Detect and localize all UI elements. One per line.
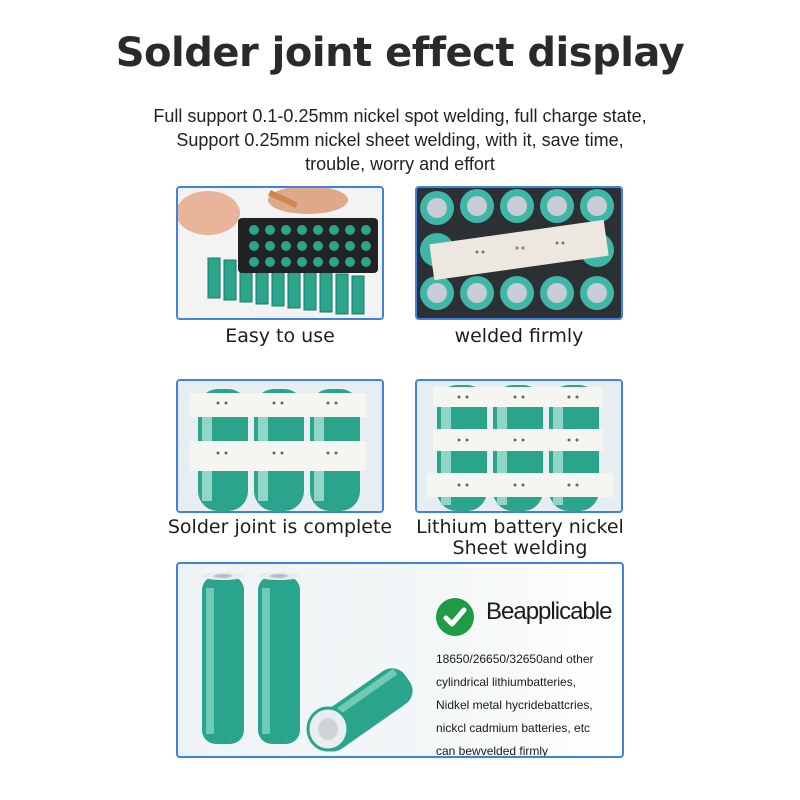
applicable-title: Beapplicable xyxy=(486,598,612,625)
applicable-line: Nidkel metal hycridebattcries, xyxy=(436,698,593,712)
subtitle: Full support 0.1-0.25mm nickel spot weld… xyxy=(0,104,800,176)
applicable-line: 18650/26650/32650and other xyxy=(436,652,594,666)
subtitle-line-2: Support 0.25mm nickel sheet welding, wit… xyxy=(176,130,624,150)
subtitle-line-3: trouble, worry and effort xyxy=(305,154,495,174)
solder-joint-image xyxy=(176,379,384,513)
nickel-sheet-welding-caption: Lithium battery nickel Sheet welding xyxy=(400,517,640,559)
applicable-list: 18650/26650/32650and other cylindrical l… xyxy=(436,648,622,758)
battery-illustration xyxy=(202,572,413,752)
welded-firmly-caption: welded firmly xyxy=(454,325,584,347)
applicable-panel: Beapplicable 18650/26650/32650and other … xyxy=(176,562,624,758)
check-icon xyxy=(436,598,474,636)
easy-to-use-caption: Easy to use xyxy=(225,325,335,347)
solder-joint-caption: Solder joint is complete xyxy=(167,516,393,538)
nickel-sheet-caption-line-1: Lithium battery nickel xyxy=(416,516,624,538)
applicable-line: nickcl cadmium batteries, etc xyxy=(436,721,591,735)
easy-to-use-image xyxy=(176,186,384,320)
page-title: Solder joint effect display xyxy=(115,30,685,76)
applicable-line: can bewvelded firmly xyxy=(436,744,549,758)
subtitle-line-1: Full support 0.1-0.25mm nickel spot weld… xyxy=(153,106,647,126)
applicable-line: cylindrical lithiumbatteries, xyxy=(436,675,577,689)
nickel-sheet-caption-line-2: Sheet welding xyxy=(452,537,588,559)
welded-firmly-image xyxy=(415,186,623,320)
nickel-sheet-welding-image xyxy=(415,379,623,513)
